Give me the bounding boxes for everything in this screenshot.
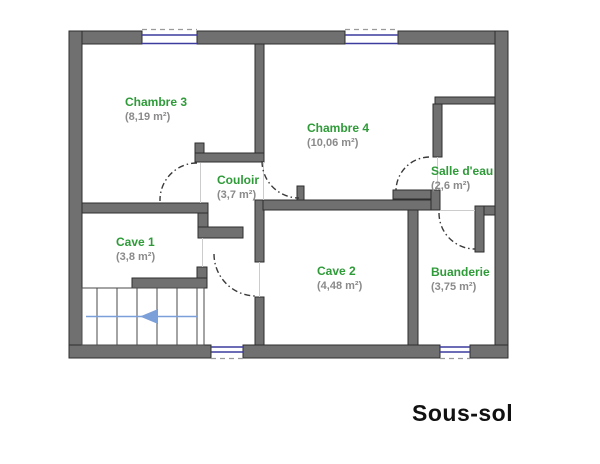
- room-label-couloir: Couloir (3,7 m²): [217, 173, 259, 203]
- doorway-lines: [200, 157, 475, 297]
- room-label-cave1: Cave 1 (3,8 m²): [116, 235, 155, 265]
- door-arcs: [159, 156, 476, 297]
- stairs-direction-arrow: [86, 309, 197, 324]
- room-name: Buanderie: [431, 265, 490, 279]
- room-area: (3,75 m²): [431, 281, 477, 293]
- room-area: (3,7 m²): [217, 189, 257, 201]
- room-label-buanderie: Buanderie (3,75 m²): [431, 265, 490, 295]
- room-label-chambre3: Chambre 3 (8,19 m²): [125, 95, 187, 125]
- room-name: Chambre 4: [307, 121, 370, 135]
- window-top-right: [345, 28, 398, 45]
- room-name: Chambre 3: [125, 95, 188, 109]
- room-name: Couloir: [217, 173, 259, 187]
- room-area: (2,6 m²): [431, 180, 471, 192]
- room-name: Salle d'eau: [431, 164, 494, 178]
- room-area: (3,8 m²): [116, 251, 156, 263]
- door-arc-chambre3: [159, 162, 198, 202]
- stairs: [81, 287, 205, 346]
- room-area: (8,19 m²): [125, 111, 171, 123]
- door-arc-buanderie: [438, 212, 476, 250]
- window-top-left: [142, 28, 197, 45]
- door-arc-cave: [213, 253, 257, 297]
- room-area: (10,06 m²): [307, 137, 359, 149]
- plan-title: Sous-sol: [412, 400, 514, 426]
- room-label-salle-deau: Salle d'eau (2,6 m²): [431, 164, 493, 194]
- room-name: Cave 2: [317, 264, 356, 278]
- window-bottom-left: [211, 346, 243, 360]
- door-arc-salle-deau: [395, 156, 430, 191]
- room-label-cave2: Cave 2 (4,48 m²): [317, 264, 362, 294]
- walls: [68, 30, 509, 359]
- window-bottom-right: [440, 346, 470, 360]
- door-arc-chambre4: [261, 160, 300, 199]
- room-area: (4,48 m²): [317, 280, 363, 292]
- room-label-chambre4: Chambre 4 (10,06 m²): [307, 121, 369, 151]
- room-name: Cave 1: [116, 235, 155, 249]
